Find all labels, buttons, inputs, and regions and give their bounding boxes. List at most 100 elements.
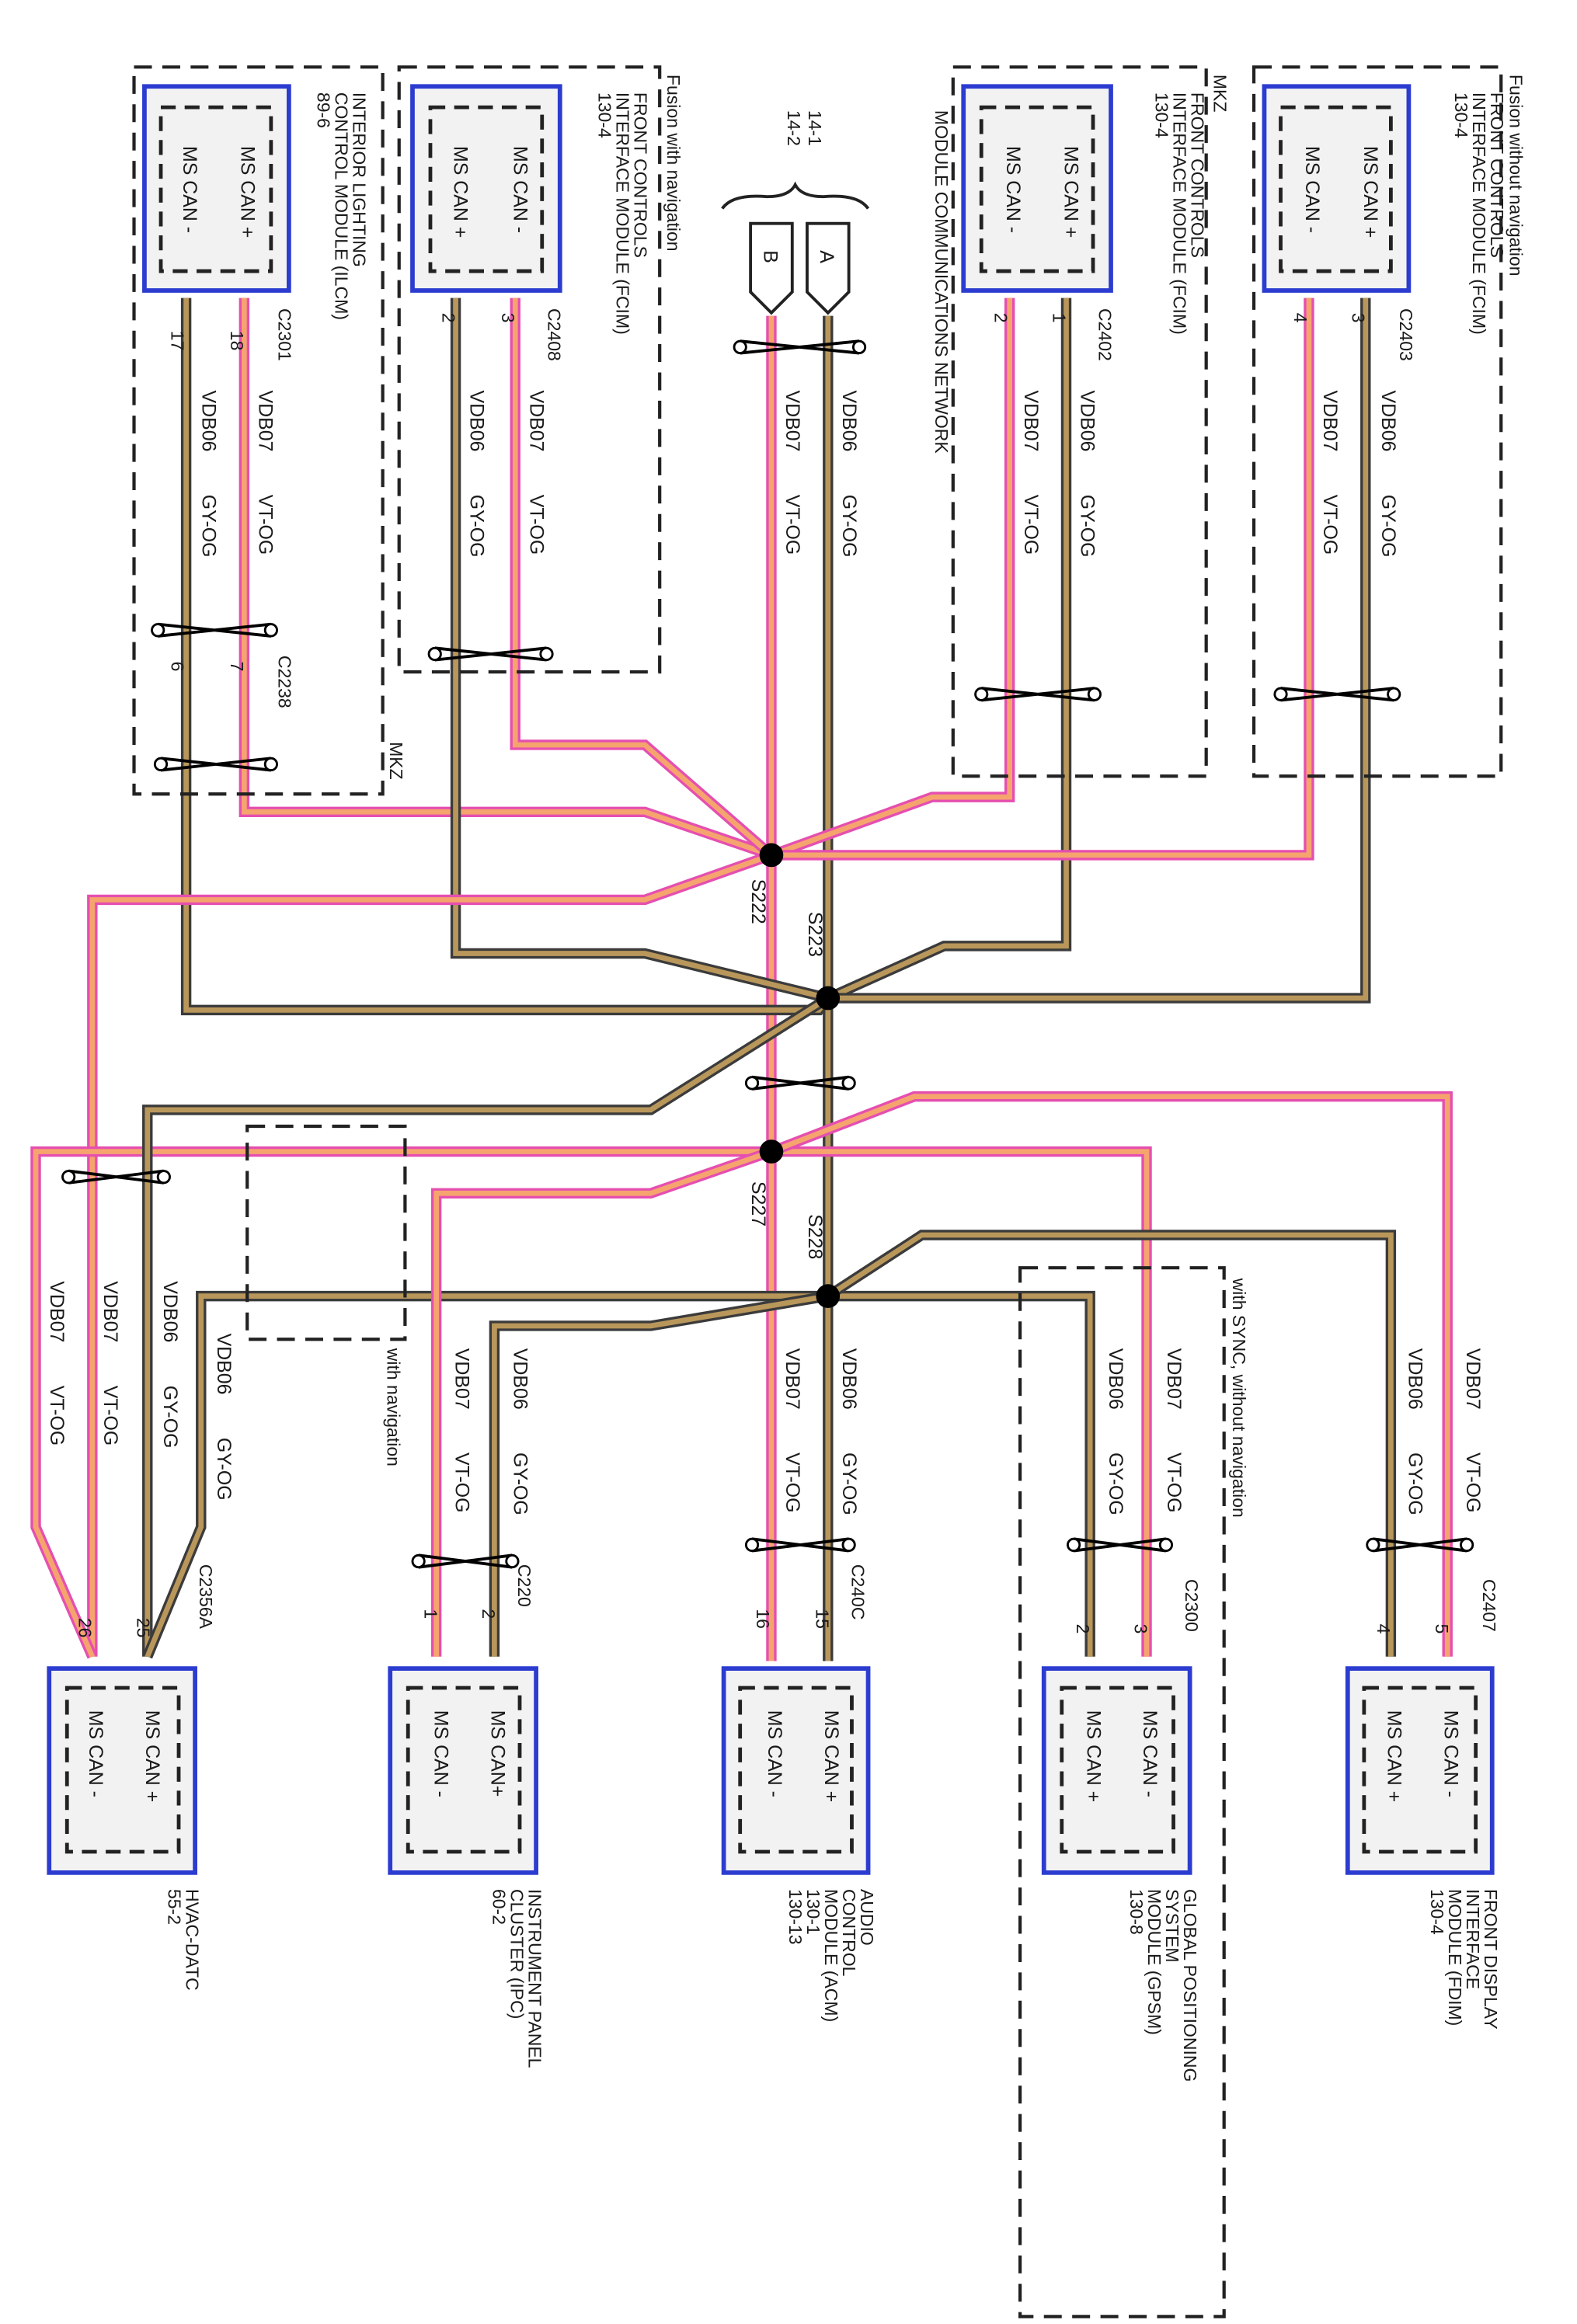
fcim-nav-gy-color: GY-OG bbox=[466, 495, 488, 558]
splice-s222[interactable] bbox=[759, 843, 784, 868]
hvac-gy-a-circuit: VDB06 bbox=[159, 1281, 181, 1342]
splice-s228[interactable] bbox=[816, 1284, 841, 1308]
gpsm-vdb07-wire[interactable] bbox=[771, 1146, 1152, 1657]
twist-trunk-mid bbox=[744, 1075, 856, 1091]
fcim-nav-can-plus: MS CAN + bbox=[450, 146, 472, 238]
ipc-gy-color: GY-OG bbox=[509, 1452, 531, 1515]
twist-gpsm-end-1 bbox=[1158, 1537, 1174, 1553]
gpsm-vdb07-wire-core bbox=[771, 1149, 1150, 1657]
ipc-vdb06-wire-core bbox=[492, 1293, 829, 1657]
network-ref-1: 14-2 bbox=[784, 110, 804, 146]
twist-network-cross bbox=[740, 339, 860, 355]
fcim-mkz-vdb07-wire-core bbox=[770, 297, 1013, 858]
acm-can-minus: MS CAN - bbox=[764, 1710, 785, 1797]
fdim-vdb06-wire[interactable] bbox=[825, 1230, 1397, 1657]
fcim-no-nav-vdb06-wire-core bbox=[827, 297, 1369, 1001]
fcim-mkz-module[interactable] bbox=[961, 84, 1113, 293]
fcim-mkz-pin-minus: 2 bbox=[990, 313, 1011, 323]
gpsm-vt-color: VT-OG bbox=[1163, 1452, 1185, 1513]
fdim-gy-circuit: VDB06 bbox=[1404, 1348, 1426, 1410]
fcim-mkz-name-line-2: 130-4 bbox=[1152, 92, 1172, 138]
ilcm-vdb07-wire[interactable] bbox=[238, 297, 774, 861]
twisted-pair-layer bbox=[61, 339, 1474, 1569]
gpsm-vdb06-wire[interactable] bbox=[827, 1290, 1095, 1657]
ipc-name-line-2: 60-2 bbox=[489, 1889, 509, 1925]
ipc-vdb06-wire[interactable] bbox=[489, 1290, 829, 1657]
splice-s223[interactable] bbox=[816, 986, 841, 1011]
hvac-module[interactable] bbox=[47, 1666, 197, 1875]
hvac-can-plus: MS CAN + bbox=[141, 1710, 163, 1802]
fcim-mkz-vdb07-wire[interactable] bbox=[769, 297, 1015, 861]
acm-module[interactable] bbox=[721, 1666, 871, 1875]
hvac-gy-a-color: GY-OG bbox=[159, 1386, 181, 1449]
splice-s227-label: S227 bbox=[747, 1181, 769, 1226]
twist-hvac-end-0 bbox=[61, 1170, 76, 1185]
ilcm-gy-color: GY-OG bbox=[198, 495, 220, 558]
fcim-nav-connector: C2408 bbox=[544, 308, 564, 361]
ipc-module[interactable] bbox=[388, 1666, 538, 1875]
splice-s222-label: S222 bbox=[747, 879, 769, 924]
connector-a-shape[interactable] bbox=[806, 221, 851, 315]
fcim-nav-module[interactable] bbox=[410, 84, 562, 293]
network-ref-0: 14-1 bbox=[805, 110, 825, 146]
connector-b-shape[interactable] bbox=[749, 221, 794, 315]
gpsm-gy-circuit: VDB06 bbox=[1105, 1348, 1126, 1410]
twist-fcim-mkz bbox=[974, 687, 1102, 702]
fdim-can-plus: MS CAN + bbox=[1384, 1710, 1405, 1802]
twist-fcim-no-nav-end-1 bbox=[1387, 687, 1401, 701]
fcim-no-nav-module[interactable] bbox=[1262, 84, 1412, 293]
hvac-vt-a-color: VT-OG bbox=[99, 1386, 121, 1446]
hvac-vdb06-b-wire[interactable] bbox=[142, 1290, 828, 1659]
fcim-nav-vdb06-wire-core bbox=[453, 297, 829, 1001]
fcim-nav-vt-color: VT-OG bbox=[525, 495, 547, 555]
fcim-nav-inner-box bbox=[428, 105, 545, 273]
gpsm-module[interactable] bbox=[1041, 1666, 1192, 1875]
fcim-nav-pin-minus: 3 bbox=[498, 313, 518, 323]
hvac-vt-a-circuit: VDB07 bbox=[99, 1281, 121, 1342]
ipc-vt-color: VT-OG bbox=[451, 1452, 473, 1513]
fcim-nav-vdb07-wire[interactable] bbox=[510, 297, 775, 859]
fcim-no-nav-vdb07-wire-core bbox=[771, 297, 1312, 858]
hvac-vdb07-a-wire[interactable] bbox=[87, 850, 774, 1657]
ilcm-can-plus: MS CAN + bbox=[237, 146, 259, 238]
ilcm-vt-circuit: VDB07 bbox=[255, 391, 277, 452]
fcim-mkz-vt-color: VT-OG bbox=[1020, 495, 1042, 555]
ilcm-gy-circuit: VDB06 bbox=[198, 391, 220, 452]
splice-s227[interactable] bbox=[759, 1139, 784, 1164]
fcim-mkz-name-line-1: INTERFACE MODULE (FCIM) bbox=[1170, 92, 1190, 335]
gpsm-name-line-2: MODULE (GPSM) bbox=[1144, 1889, 1164, 2035]
gpsm-connector: C2300 bbox=[1182, 1579, 1202, 1632]
gpsm-name-line-0: GLOBAL POSITIONING bbox=[1180, 1889, 1200, 2082]
ilcm-inline-connector: C2238 bbox=[274, 656, 294, 708]
fcim-no-nav-vdb07-wire[interactable] bbox=[771, 297, 1314, 861]
fcim-no-nav-vt-circuit: VDB07 bbox=[1319, 391, 1341, 452]
fcim-no-nav-vdb06-wire[interactable] bbox=[827, 297, 1371, 1004]
twist-fcim-no-nav bbox=[1273, 687, 1401, 702]
twist-ipc bbox=[411, 1553, 520, 1569]
fcim-mkz-name-line-0: FRONT CONTROLS bbox=[1188, 92, 1208, 258]
ilcm-module[interactable] bbox=[142, 84, 291, 293]
twist-network-end-1 bbox=[851, 339, 867, 354]
acm-name-line-3: 130-1 bbox=[803, 1889, 823, 1935]
fcim-nav-vt-circuit: VDB07 bbox=[525, 391, 547, 452]
ilcm-pin-minus: 17 bbox=[167, 331, 187, 351]
fdim-name-line-0: FRONT DISPLAY bbox=[1481, 1889, 1501, 2030]
fcim-nav-vdb06-wire[interactable] bbox=[450, 297, 830, 1004]
acm-vt-color: VT-OG bbox=[782, 1452, 803, 1513]
group-box-ilcm-mkz bbox=[132, 65, 385, 796]
twist-network bbox=[733, 339, 867, 355]
fcim-mkz-vt-circuit: VDB07 bbox=[1020, 391, 1042, 452]
top-modules bbox=[142, 84, 1412, 293]
twist-network-end-0 bbox=[733, 339, 747, 354]
fdim-vdb07-wire[interactable] bbox=[769, 1091, 1453, 1657]
twist-acm-end-0 bbox=[744, 1537, 760, 1553]
gpsm-gy-color: GY-OG bbox=[1105, 1452, 1126, 1515]
fcim-mkz-connector: C2402 bbox=[1095, 308, 1116, 361]
ipc-vdb07-wire[interactable] bbox=[430, 1146, 774, 1657]
fcim-nav-name-line-2: 130-4 bbox=[595, 92, 615, 138]
fcim-mkz-vdb06-wire[interactable] bbox=[826, 297, 1072, 1004]
hvac-name-line-1: 55-2 bbox=[165, 1889, 185, 1925]
hvac-vdb06-a-wire[interactable] bbox=[142, 993, 831, 1657]
hvac-pin-plus: 25 bbox=[133, 1618, 153, 1638]
fdim-module[interactable] bbox=[1345, 1666, 1495, 1875]
